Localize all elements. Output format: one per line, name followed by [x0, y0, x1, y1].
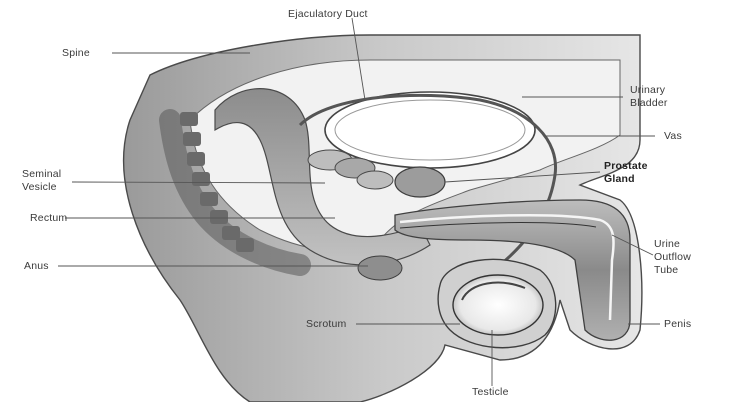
- label-urine-outflow-tube-line1: Urine: [654, 238, 724, 251]
- label-urinary-bladder-line1: Urinary: [630, 84, 710, 97]
- label-anus: Anus: [24, 260, 49, 273]
- testicle-shape: [453, 275, 543, 335]
- label-seminal-vesicle-line1: Seminal: [22, 168, 82, 181]
- anus-shape: [358, 256, 402, 280]
- label-prostate-gland-line2: Gland: [604, 173, 684, 186]
- label-prostate-gland-line1: Prostate: [604, 160, 684, 173]
- label-urinary-bladder-line2: Bladder: [630, 97, 710, 110]
- prostate-shape: [395, 167, 445, 197]
- label-vas: Vas: [664, 130, 682, 143]
- label-prostate-gland: Prostate Gland: [604, 160, 684, 186]
- bladder-shape: [325, 92, 535, 168]
- label-seminal-vesicle-line2: Vesicle: [22, 181, 82, 194]
- label-urine-outflow-tube-line2: Outflow: [654, 251, 724, 264]
- label-testicle: Testicle: [472, 386, 509, 399]
- label-ejaculatory-duct: Ejaculatory Duct: [288, 8, 368, 21]
- label-spine: Spine: [62, 47, 90, 60]
- label-urine-outflow-tube: Urine Outflow Tube: [654, 238, 724, 277]
- label-urine-outflow-tube-line3: Tube: [654, 264, 724, 277]
- label-scrotum: Scrotum: [306, 318, 347, 331]
- label-rectum: Rectum: [30, 212, 67, 225]
- label-seminal-vesicle: Seminal Vesicle: [22, 168, 82, 194]
- label-penis: Penis: [664, 318, 691, 331]
- label-urinary-bladder: Urinary Bladder: [630, 84, 710, 110]
